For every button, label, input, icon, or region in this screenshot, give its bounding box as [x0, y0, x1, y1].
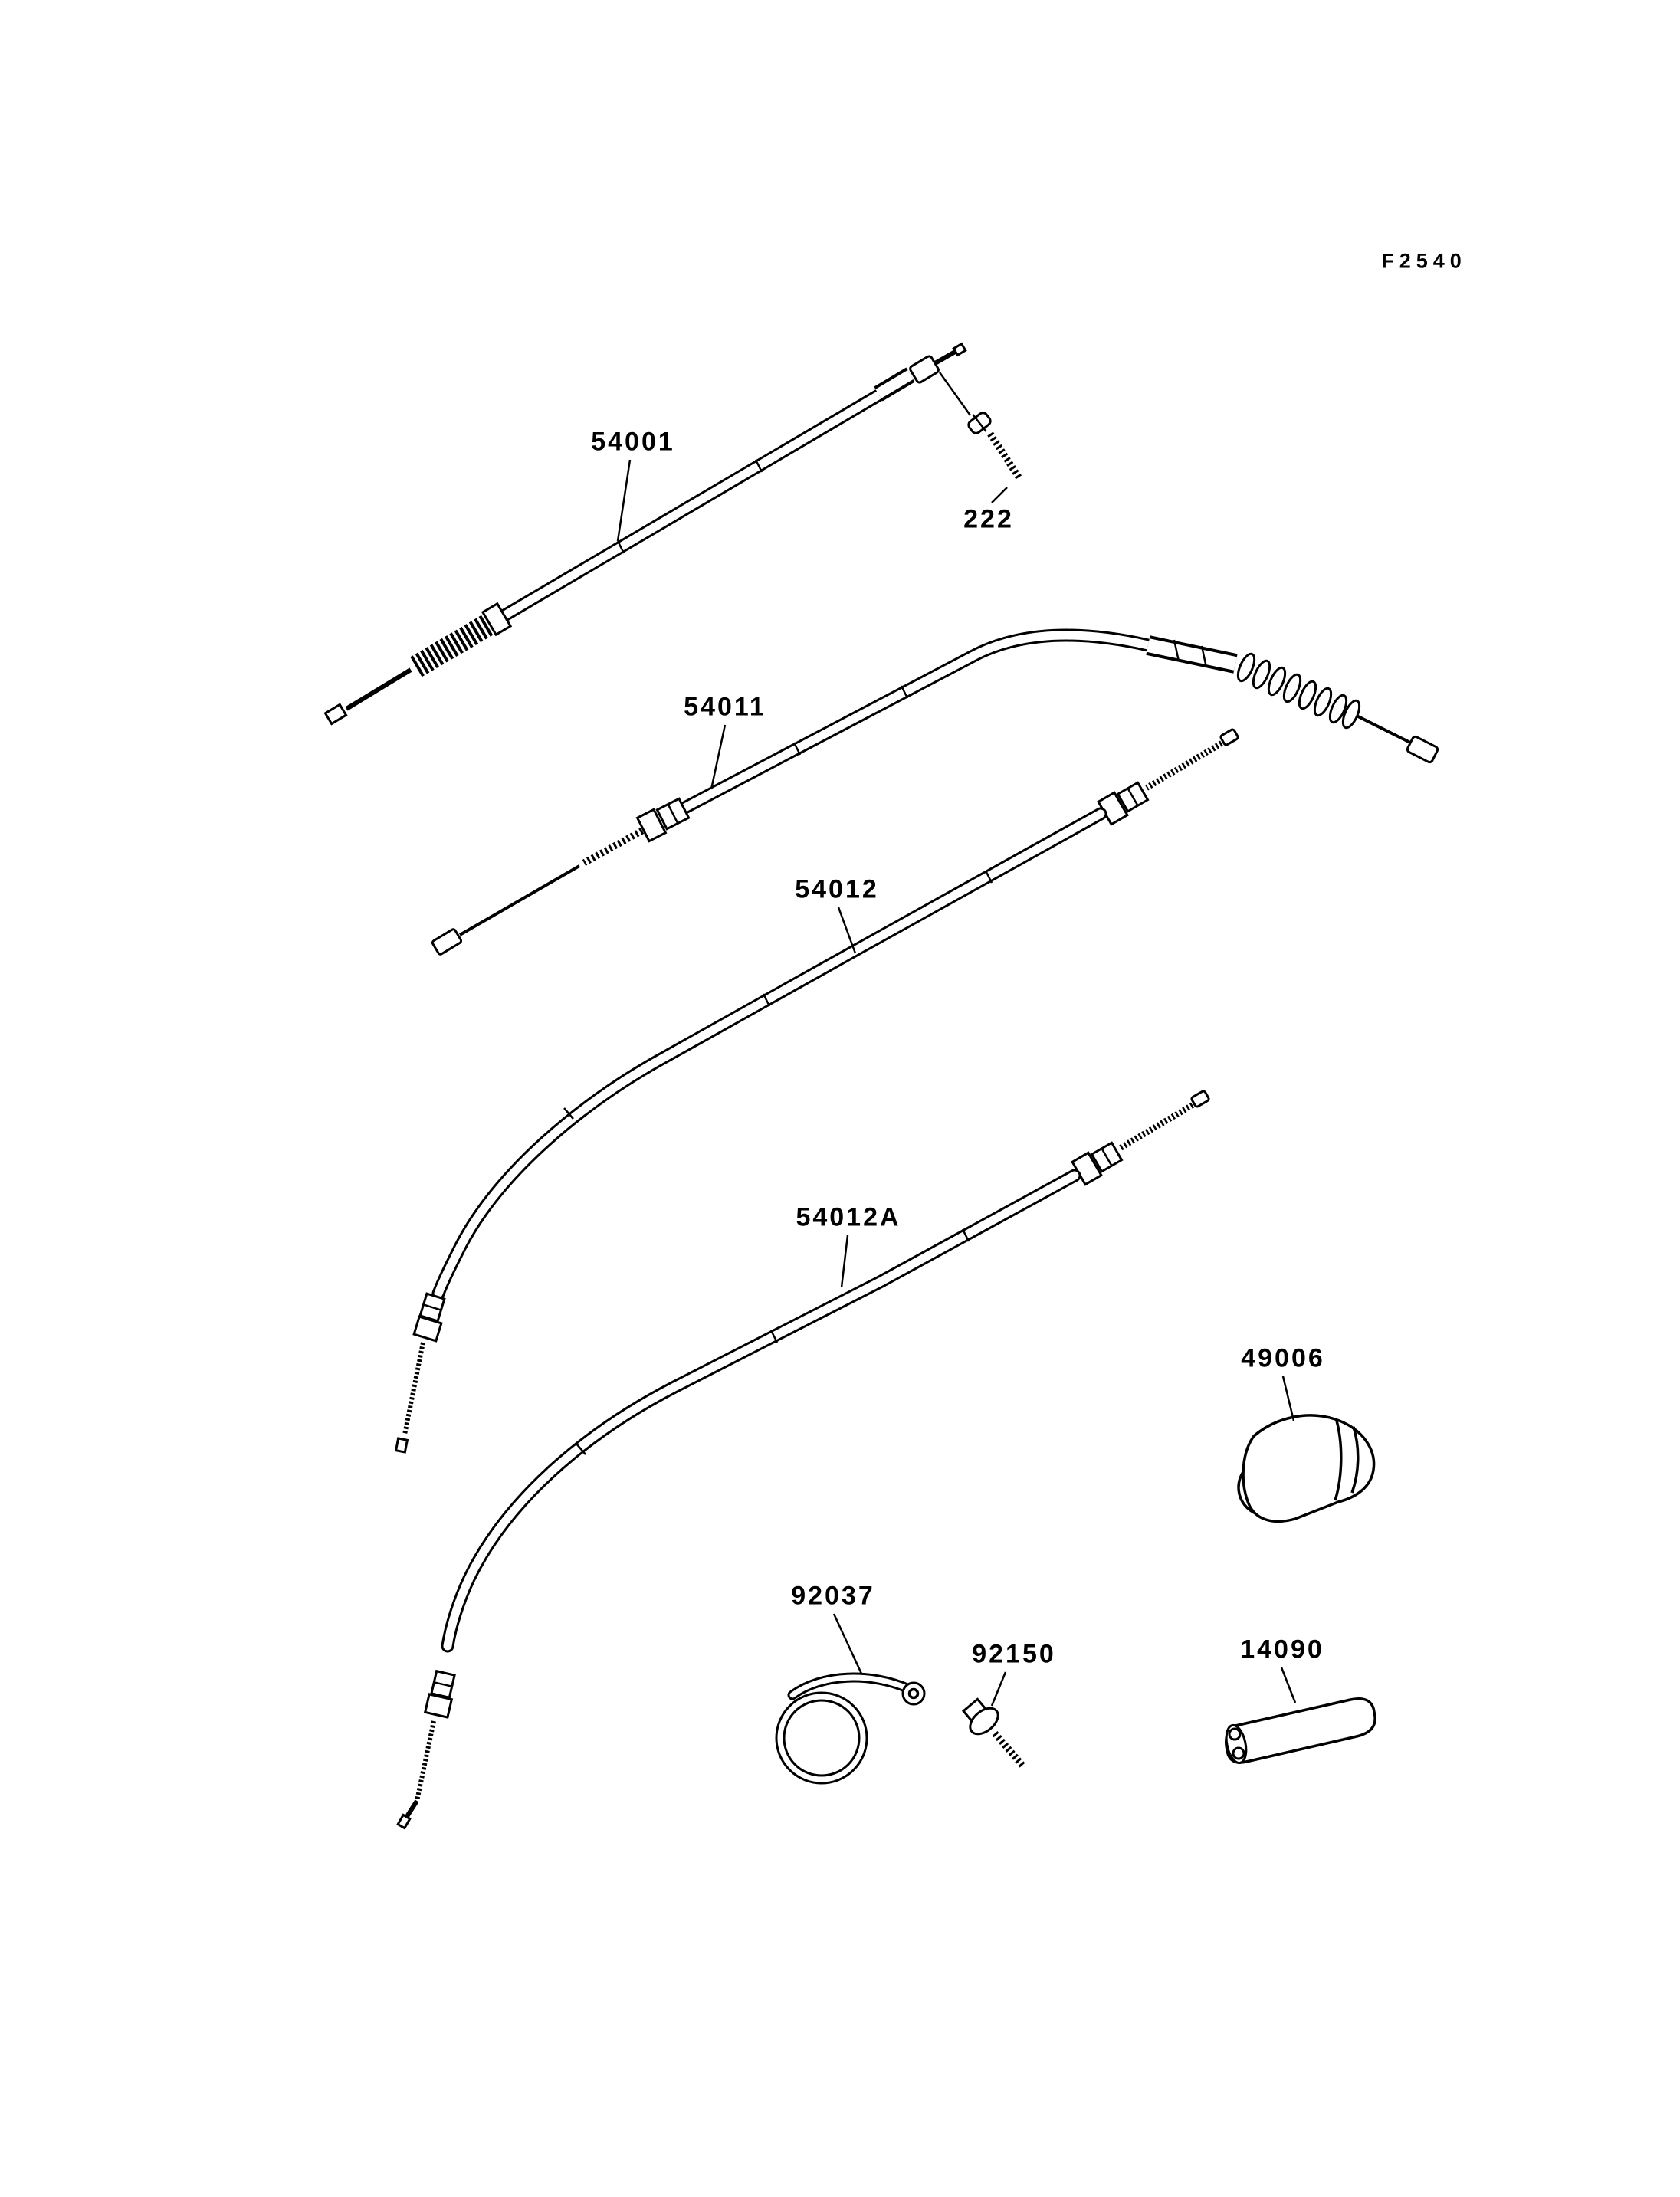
inner-cable-tip [345, 667, 412, 711]
cover-14090-drawing [1225, 1697, 1376, 1765]
bolt-shank [992, 1731, 1027, 1769]
coiled-inner-wire [402, 1342, 425, 1435]
part-label-49006: 49006 [1241, 1343, 1325, 1373]
adjuster-hex-nut [655, 797, 691, 831]
part-label-54012a: 54012A [796, 1202, 901, 1232]
leader-lines [616, 459, 1297, 1707]
part-label-54001: 54001 [591, 427, 675, 457]
boot-49006-drawing [1237, 1414, 1376, 1523]
bottom-hex-barrel [412, 1315, 443, 1343]
cable-54012-drawing [394, 728, 1239, 1454]
screw-drawing [938, 372, 1022, 480]
cover-body [1225, 1697, 1376, 1764]
clutch-cable-drawing [431, 628, 1439, 956]
wire-end [396, 1813, 412, 1830]
cable-end-cap-left [431, 928, 463, 956]
rod-tip-cap [1219, 728, 1239, 746]
coil-spring [1236, 652, 1361, 730]
part-label-54011: 54011 [684, 692, 766, 722]
upper-cap [909, 355, 940, 384]
part-label-92037: 92037 [791, 1581, 875, 1611]
clamp-eyelet [901, 1681, 926, 1706]
cap-pin [934, 349, 958, 366]
hex-nut [1090, 1141, 1124, 1173]
screw-shank [987, 431, 1022, 480]
hex-collar [481, 602, 513, 637]
cap-pin-tip [952, 342, 967, 357]
bolt-92150-drawing [961, 1697, 1027, 1769]
bolt-flange [969, 1707, 999, 1736]
part-label-222: 222 [963, 504, 1014, 534]
cable-end-cap-right [1406, 735, 1439, 764]
figure-code: F2540 [1381, 249, 1467, 273]
bottom-hex-nut [430, 1669, 456, 1700]
part-label-14090: 14090 [1240, 1635, 1324, 1664]
cable-54012a-drawing [396, 1090, 1210, 1830]
square-drive-end [323, 703, 348, 726]
part-label-54012: 54012 [795, 874, 879, 904]
threaded-barrel [582, 828, 645, 866]
cable-hole-top [1228, 1727, 1242, 1741]
wire-end [394, 1437, 409, 1454]
clamp-92037-drawing [775, 1672, 926, 1785]
threaded-rod-top [1118, 1102, 1195, 1151]
bottom-hex-barrel [423, 1693, 454, 1719]
speedometer-cable-drawing [323, 342, 967, 726]
knurled-ferrule [408, 612, 498, 678]
cable-hole-bottom [1232, 1746, 1245, 1760]
bottom-hex-nut [418, 1292, 446, 1323]
hex-nut [1116, 781, 1150, 813]
wire-bent-tip [404, 1799, 419, 1819]
adjuster-barrel-nut [635, 808, 668, 843]
rod-tip-cap [1190, 1090, 1210, 1108]
screw-head [967, 412, 992, 434]
coiled-inner-wire [415, 1720, 436, 1802]
threaded-rod-top [1144, 740, 1224, 791]
part-label-92150: 92150 [972, 1639, 1056, 1669]
